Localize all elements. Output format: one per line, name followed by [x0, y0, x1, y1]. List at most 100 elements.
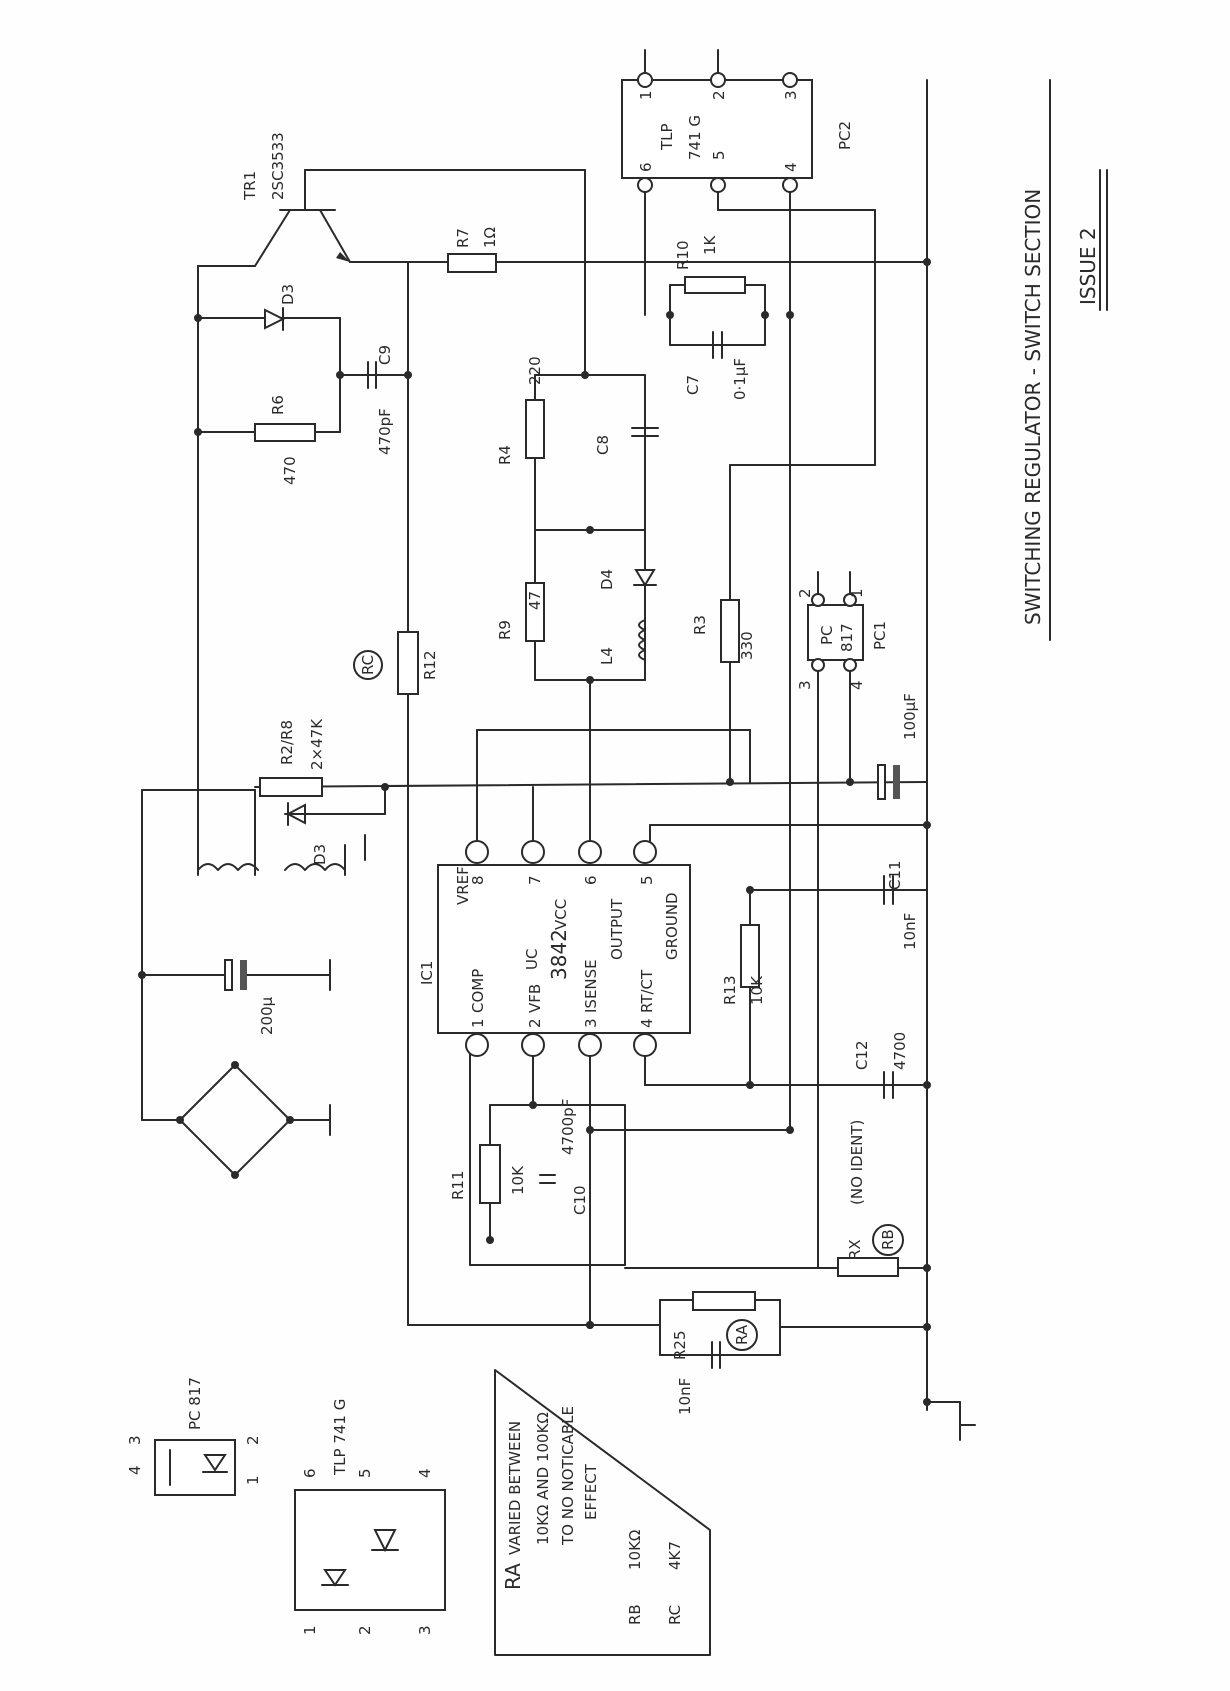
ic1-pin1-num: 1	[469, 1018, 487, 1028]
r13-resistor	[740, 924, 760, 988]
c11-value: 10nF	[901, 913, 919, 950]
c-bulk-capacitor	[224, 959, 247, 991]
pc2-pin3: 3	[782, 90, 800, 100]
r11-ref: R11	[449, 1170, 467, 1200]
r9-resistor	[525, 582, 545, 642]
c-100uf-capacitor	[877, 764, 900, 800]
ic1-pin5-name: GROUND	[663, 892, 681, 960]
ground-symbols	[329, 959, 976, 1426]
tlp-legend-pin1: 1	[301, 1625, 319, 1635]
pc2-pin5: 5	[710, 150, 728, 160]
title-text: SWITCHING REGULATOR - SWITCH SECTION	[1021, 189, 1045, 625]
d3-top-ref: D3	[279, 284, 297, 305]
rx-marker: RB	[879, 1229, 897, 1250]
pc817-legend-symbol	[154, 1439, 236, 1496]
note-ra-line2: 10KΩ AND 100KΩ	[534, 1412, 552, 1545]
pc817-legend-pin4: 4	[126, 1465, 144, 1475]
r12-ref: R12	[421, 650, 439, 680]
r12-resistor	[397, 631, 419, 695]
tlp741g-legend-symbol	[294, 1489, 446, 1611]
tr1-part: 2SC3533	[269, 132, 287, 200]
note-ra-label: RA	[501, 1563, 525, 1590]
ic1-part-line2: 3842	[547, 929, 571, 980]
pc2-line1: TLP	[658, 123, 676, 151]
tlp-legend-pin3: 3	[416, 1625, 434, 1635]
c12-value: 4700	[891, 1032, 909, 1070]
tr1-ref: TR1	[241, 171, 259, 201]
rc-marker	[353, 650, 383, 680]
c11-capacitor	[883, 875, 894, 905]
c7-value: 0·1µF	[731, 358, 749, 400]
r10-resistor	[684, 276, 746, 294]
r6-value: 470	[281, 456, 299, 485]
pc817-legend-title: PC 817	[186, 1377, 204, 1430]
r25-resistor	[692, 1291, 756, 1311]
r10-value: 1K	[701, 234, 719, 255]
ic1-pin6-num: 6	[582, 875, 600, 885]
l4-ref: L4	[598, 647, 616, 665]
note-ra-line1: VARIED BETWEEN	[506, 1421, 524, 1555]
ic1-part-line1: UC	[523, 949, 541, 970]
bridge-rectifier	[179, 1064, 291, 1176]
tlp741g-legend-title: TLP 741 G	[331, 1399, 349, 1476]
r13-value: 10K	[748, 975, 766, 1005]
d3-low-ref: D3	[311, 844, 329, 865]
ic1-pin2-num: 2	[526, 1018, 544, 1028]
r2-r8-resistor	[259, 777, 323, 797]
r11-resistor	[479, 1144, 501, 1204]
d4-diode	[633, 569, 657, 587]
r3-ref: R3	[691, 615, 709, 635]
c-100uf-value: 100µF	[901, 693, 919, 740]
ic1-pin8-name: VREF	[454, 866, 472, 905]
c12-ref: C12	[853, 1040, 871, 1070]
pc2-pin4: 4	[782, 162, 800, 172]
r2-r8-ref: R2/R8	[278, 720, 296, 765]
note-ra-line4: EFFECT	[582, 1463, 600, 1520]
ic1-pin4-name: RT/CT	[638, 969, 656, 1013]
c10-ref: C10	[571, 1185, 589, 1215]
note-rc-value: 4K7	[666, 1541, 684, 1570]
r4-value: 220	[526, 356, 544, 385]
pc817-legend-pin2: 2	[244, 1435, 262, 1445]
r2-r8-value: 2×47K	[308, 718, 326, 770]
ic1-pin1-name: COMP	[469, 969, 487, 1013]
c9-capacitor	[367, 361, 377, 389]
c9-ref: C9	[376, 345, 394, 365]
ra-marker	[726, 1319, 758, 1351]
c8-capacitor	[631, 427, 659, 437]
pc1-line2: 817	[838, 623, 856, 652]
pc1-line1: PC	[818, 625, 836, 645]
pc1-ref: PC1	[871, 621, 889, 650]
ic1-pin3-num: 3	[582, 1018, 600, 1028]
ic1-pin4-num: 4	[638, 1018, 656, 1028]
note-rb-label: RB	[626, 1604, 644, 1625]
r11-value: 10K	[509, 1165, 527, 1195]
pc2-line2: 741 G	[686, 115, 704, 160]
pc2-ref: PC2	[836, 121, 854, 150]
r9-value: 47	[526, 591, 544, 610]
rx-resistor	[837, 1257, 899, 1277]
c12-capacitor	[883, 1071, 894, 1099]
note-rb-value: 10KΩ	[626, 1530, 644, 1570]
pc1-pin2: 2	[796, 588, 814, 598]
ic1-pin-circles	[465, 840, 657, 1057]
r3-resistor	[720, 599, 740, 663]
tr1-transistor	[254, 169, 351, 267]
ic1-pin8-num: 8	[469, 875, 487, 885]
junction-dots	[138, 258, 931, 1406]
r25-cap-value: 10nF	[676, 1378, 694, 1415]
note-rc-label: RC	[666, 1605, 684, 1625]
note-ra-line3: TO NO NOTICABLE	[559, 1406, 577, 1546]
ic1-pin2-name: VFB	[526, 984, 544, 1013]
d4-ref: D4	[598, 569, 616, 590]
transformer-winding	[197, 789, 366, 876]
c7-capacitor	[712, 331, 723, 359]
ic1-ref: IC1	[418, 961, 436, 985]
pc1-pin3: 3	[796, 680, 814, 690]
issue-text: ISSUE 2	[1076, 227, 1100, 305]
labels: SWITCHING REGULATOR - SWITCH SECTION ISS…	[126, 90, 1100, 1635]
wiring	[141, 79, 961, 1441]
tlp-legend-pin5: 5	[356, 1468, 374, 1478]
c10-value: 4700pF	[559, 1099, 577, 1155]
